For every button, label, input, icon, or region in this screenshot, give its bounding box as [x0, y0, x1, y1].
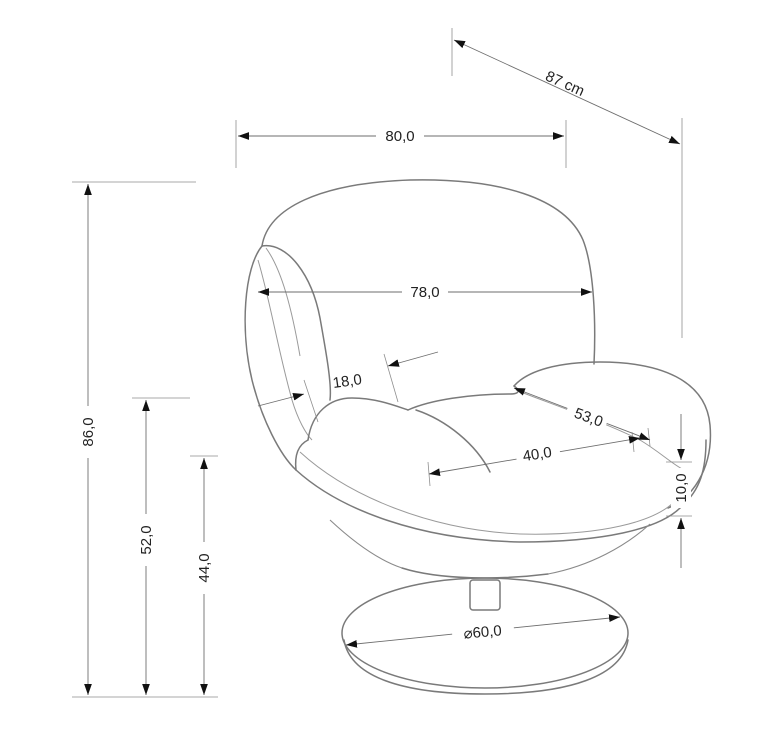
dim-cushion-thickness: 10,0 — [666, 414, 692, 568]
width-overall-label: 80,0 — [385, 128, 414, 145]
armrest-width-label: 18,0 — [332, 371, 363, 392]
shell-front-seam — [299, 451, 677, 535]
dim-height-overall: 86,0 — [72, 181, 218, 698]
right-armrest-cushion — [513, 361, 712, 509]
dim-depth: 87 cm — [451, 28, 683, 338]
seat-inner-curve — [415, 409, 491, 473]
base-disk-edge — [343, 639, 629, 695]
left-armrest-front — [294, 439, 309, 471]
dim-width-overall: 80,0 — [235, 120, 567, 168]
base-diameter-label: ⌀60,0 — [463, 622, 503, 642]
depth-label: 87 cm — [543, 68, 587, 100]
shell-inner-rim — [261, 245, 332, 401]
dim-base-diameter: ⌀60,0 — [345, 614, 621, 648]
shell-underside — [401, 567, 549, 579]
swivel-column — [469, 579, 501, 611]
shell-left-side — [244, 245, 297, 471]
shell-rim-seam — [257, 259, 313, 441]
cushion-thickness-label: 10,0 — [673, 473, 690, 502]
base-disk-top — [341, 577, 629, 689]
shell-underside-left — [329, 519, 403, 569]
armrest-height-label: 52,0 — [138, 525, 155, 554]
dim-seat-width: 40,0 — [427, 431, 641, 487]
backrest-width-label: 78,0 — [410, 284, 439, 301]
left-armrest-cushion — [307, 397, 409, 441]
dim-seat-height: 44,0 — [190, 455, 218, 695]
height-overall-label: 86,0 — [80, 417, 97, 446]
shell-back-outline — [261, 179, 596, 365]
seat-height-label: 44,0 — [196, 553, 213, 582]
chair-illustration — [244, 179, 712, 695]
shell-underside-right — [547, 523, 651, 575]
shell-rim-seam-inner — [265, 247, 301, 357]
dim-armrest-height: 52,0 — [132, 397, 190, 695]
seat-cushion-top — [407, 385, 519, 411]
dim-backrest-width: 78,0 — [258, 282, 592, 302]
seat-width-label: 40,0 — [522, 444, 554, 465]
dim-armrest-width: 18,0 — [257, 351, 439, 423]
